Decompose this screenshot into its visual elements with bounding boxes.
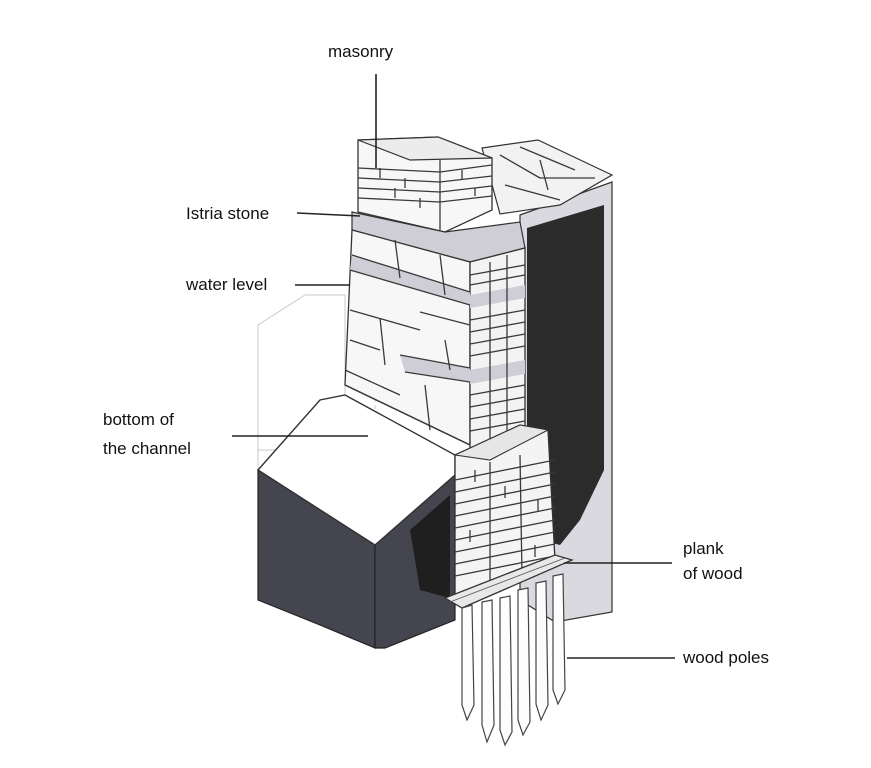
label-bottom-of-channel-line2: the channel (103, 439, 191, 458)
wood-plank (443, 554, 574, 609)
label-water-level: water level (186, 275, 268, 294)
stone-wall (344, 229, 526, 449)
masonry-block (357, 136, 493, 233)
label-masonry: masonry (328, 42, 394, 61)
label-plank-of-wood-line2: of wood (683, 564, 743, 583)
leader-lines (232, 74, 675, 659)
istria-stone-leader (296, 212, 361, 217)
label-plank-of-wood-line1: plank (683, 539, 724, 558)
channel-bottom-block (256, 394, 456, 649)
foundation-masonry (453, 424, 556, 601)
label-wood-poles: wood poles (683, 648, 770, 667)
wood-poles (461, 573, 566, 747)
label-bottom-of-channel-line1: bottom of (103, 410, 174, 429)
label-istria-stone: Istria stone (186, 204, 270, 223)
